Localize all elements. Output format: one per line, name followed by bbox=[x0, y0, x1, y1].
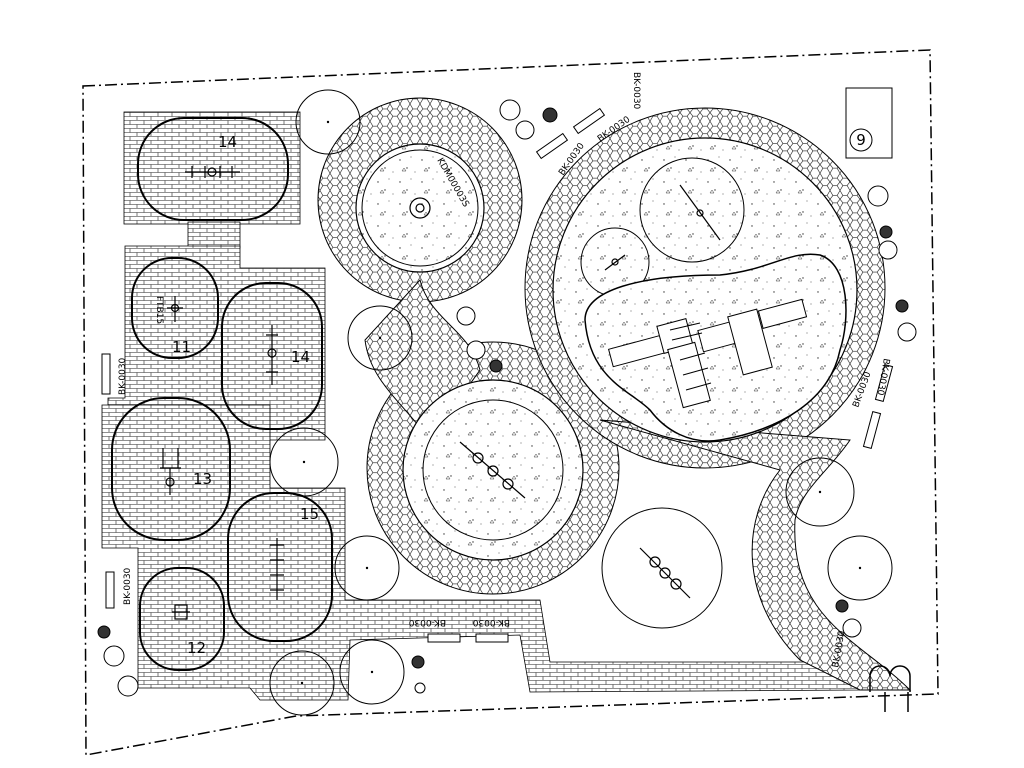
zone-11-outline bbox=[131, 257, 219, 359]
zone-14-mid-outline bbox=[221, 282, 323, 430]
spring-rider bbox=[604, 254, 626, 271]
seesaw-bottom-circle bbox=[459, 441, 526, 499]
bench-code: BK-0030 bbox=[123, 567, 133, 605]
equipment-symbol-15 bbox=[270, 538, 284, 600]
tree-canopies bbox=[269, 89, 893, 716]
zone-label-12: 12 bbox=[187, 639, 206, 657]
equipment-symbol-14-mid bbox=[266, 325, 278, 385]
bench-code: BK-0030 bbox=[118, 357, 128, 395]
zone-label-13: 13 bbox=[193, 470, 212, 488]
zone-12-outline bbox=[139, 567, 225, 671]
round-equipment-symbol bbox=[409, 197, 431, 219]
zone-label-11: 11 bbox=[172, 338, 191, 356]
zone-label-14-top: 14 bbox=[218, 133, 237, 151]
benches bbox=[101, 107, 894, 643]
equipment-symbol-14-top bbox=[185, 166, 240, 178]
seesaw-open-lawn bbox=[639, 547, 691, 599]
zone-13-outline bbox=[111, 397, 231, 541]
zone-label-14-mid: 14 bbox=[291, 348, 310, 366]
zone-14-top-outline bbox=[137, 117, 289, 221]
bench-code: BK-0030 bbox=[631, 72, 641, 110]
bench-code: BK-0030 bbox=[472, 617, 510, 627]
zone-15-outline bbox=[227, 492, 333, 642]
site-boundary bbox=[82, 49, 939, 756]
bench-code: BK-0030 bbox=[408, 617, 446, 627]
equipment-symbol-13 bbox=[160, 448, 181, 495]
shrubs bbox=[97, 99, 917, 697]
entrance-gate bbox=[869, 665, 911, 712]
climbing-structure bbox=[607, 298, 808, 409]
play-area-round-top bbox=[355, 143, 485, 273]
equipment-symbol-11 bbox=[167, 296, 183, 322]
equipment-code-ftb15: FTB15 bbox=[154, 296, 164, 324]
zone-9-circle bbox=[849, 128, 873, 152]
zone-label-9: 9 bbox=[856, 131, 866, 149]
zone-label-15: 15 bbox=[300, 505, 319, 523]
swing-top bbox=[679, 184, 721, 241]
bench-code: BK-0030 bbox=[875, 357, 891, 396]
equipment-symbol-12 bbox=[172, 604, 190, 620]
